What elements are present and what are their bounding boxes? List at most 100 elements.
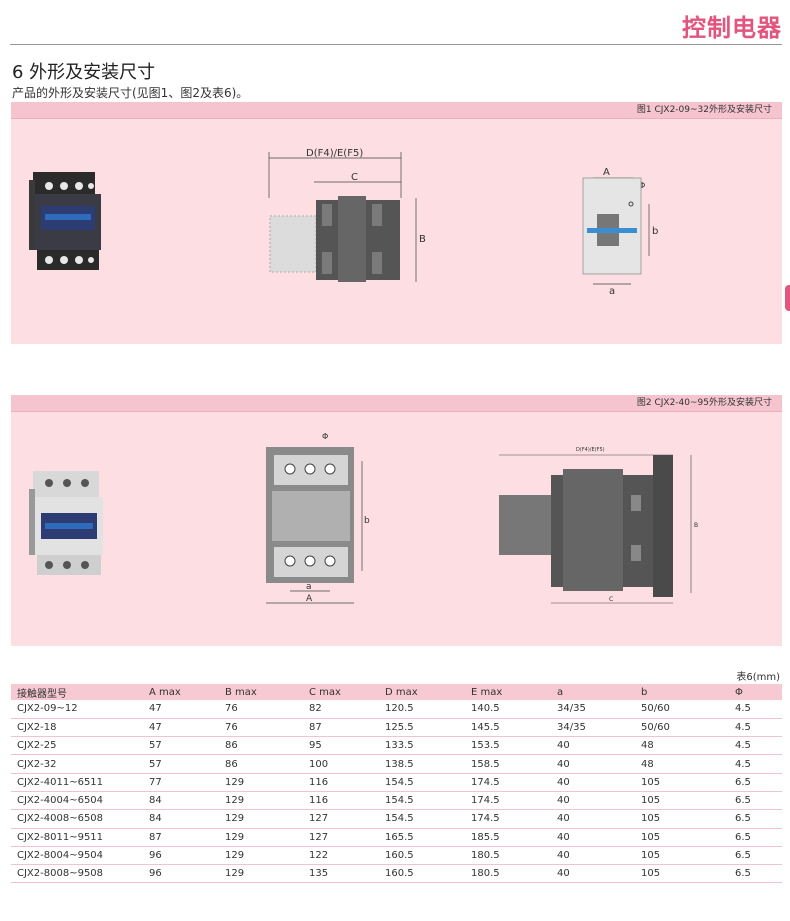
dim-label-b-2: b xyxy=(364,516,370,526)
col-header: B max xyxy=(219,684,303,700)
dimension-cell: 40 xyxy=(551,864,635,884)
dimension-cell: 105 xyxy=(635,809,729,829)
dimension-cell: 87 xyxy=(303,718,379,738)
figure-1-caption: 图1 CJX2-09~32外形及安装尺寸 xyxy=(11,102,782,119)
dimension-cell: 129 xyxy=(219,828,303,847)
dimension-cell: 135 xyxy=(303,864,379,884)
model-cell: CJX2-4004~6504 xyxy=(11,791,143,811)
dimension-cell: 154.5 xyxy=(379,773,465,792)
dimension-cell: 84 xyxy=(143,791,219,811)
col-header: b xyxy=(635,684,729,700)
dimension-cell: 116 xyxy=(303,791,379,811)
dimension-cell: 138.5 xyxy=(379,754,465,774)
dimension-cell: 4.5 xyxy=(729,700,782,719)
dimension-cell: 96 xyxy=(143,864,219,884)
contactor-small-photo xyxy=(29,172,101,270)
dimension-cell: 40 xyxy=(551,809,635,829)
dimension-cell: 40 xyxy=(551,773,635,792)
dimension-cell: 174.5 xyxy=(465,791,551,811)
dimension-cell: 154.5 xyxy=(379,791,465,811)
dim-label-c-2: C xyxy=(609,596,613,603)
dimension-cell: 105 xyxy=(635,864,729,884)
dimension-cell: 50/60 xyxy=(635,700,729,719)
dimension-cell: 120.5 xyxy=(379,700,465,719)
dimension-cell: 125.5 xyxy=(379,718,465,738)
table-unit-label: 表6(mm) xyxy=(736,672,780,683)
dimension-cell: 158.5 xyxy=(465,754,551,774)
dimension-cell: 185.5 xyxy=(465,828,551,847)
col-header: Φ xyxy=(729,684,782,700)
dim-label-c: C xyxy=(351,172,358,183)
hole-label: Φ xyxy=(639,181,645,190)
col-header: D max xyxy=(379,684,465,700)
header-divider xyxy=(10,44,782,45)
dim-label-a-upper: A xyxy=(603,167,610,178)
col-header: 接触器型号 xyxy=(11,684,143,700)
dimension-cell: 6.5 xyxy=(729,846,782,866)
dimension-cell: 140.5 xyxy=(465,700,551,719)
side-view-drawing-2: D(F4)/E(F5) B C xyxy=(499,447,698,604)
model-cell: CJX2-09~12 xyxy=(11,700,143,719)
dim-label-d-e-2: D(F4)/E(F5) xyxy=(576,447,605,453)
dimension-cell: 50/60 xyxy=(635,718,729,738)
dimension-cell: 129 xyxy=(219,809,303,829)
dimension-table: 接触器型号 A max B max C max D max E max a b … xyxy=(11,684,782,884)
dimension-cell: 96 xyxy=(143,846,219,866)
model-cell: CJX2-8008~9508 xyxy=(11,864,143,884)
model-cell: CJX2-32 xyxy=(11,754,143,774)
side-view-drawing: D(F4)/E(F5) C B xyxy=(268,148,426,282)
dim-label-a-2: a xyxy=(306,582,312,592)
dimension-cell: 86 xyxy=(219,736,303,756)
dimension-cell: 129 xyxy=(219,864,303,884)
model-cell: CJX2-8004~9504 xyxy=(11,846,143,866)
dimension-cell: 47 xyxy=(143,718,219,738)
dim-label-d-e: D(F4)/E(F5) xyxy=(306,148,363,159)
dimension-cell: 105 xyxy=(635,828,729,847)
dimension-cell: 4.5 xyxy=(729,736,782,756)
dimension-cell: 129 xyxy=(219,791,303,811)
dimension-cell: 40 xyxy=(551,791,635,811)
col-header: a xyxy=(551,684,635,700)
dimension-cell: 100 xyxy=(303,754,379,774)
dimension-cell: 57 xyxy=(143,754,219,774)
dimension-cell: 82 xyxy=(303,700,379,719)
figure-1-panel: 图1 CJX2-09~32外形及安装尺寸 D(F4)/E(F5) C B A Φ xyxy=(11,102,782,344)
dimension-cell: 40 xyxy=(551,846,635,866)
dim-label-B-2: B xyxy=(694,522,698,529)
dimension-cell: 153.5 xyxy=(465,736,551,756)
dimension-cell: 76 xyxy=(219,718,303,738)
dimension-cell: 127 xyxy=(303,828,379,847)
dimension-cell: 105 xyxy=(635,791,729,811)
dimension-cell: 174.5 xyxy=(465,773,551,792)
dim-label-b: B xyxy=(419,234,426,245)
dimension-cell: 160.5 xyxy=(379,846,465,866)
dimension-cell: 86 xyxy=(219,754,303,774)
dimension-cell: 180.5 xyxy=(465,846,551,866)
dimension-cell: 160.5 xyxy=(379,864,465,884)
dim-label-b-lower: b xyxy=(652,226,658,237)
dimension-cell: 105 xyxy=(635,773,729,792)
dimension-cell: 57 xyxy=(143,736,219,756)
mounting-hole-drawing: A Φ b a xyxy=(582,167,658,297)
dimension-cell: 87 xyxy=(143,828,219,847)
dimension-cell: 174.5 xyxy=(465,809,551,829)
section-intro: 产品的外形及安装尺寸(见图1、图2及表6)。 xyxy=(12,86,249,100)
figure-2-caption: 图2 CJX2-40~95外形及安装尺寸 xyxy=(11,395,782,412)
dimension-cell: 40 xyxy=(551,828,635,847)
dimension-cell: 129 xyxy=(219,846,303,866)
dimension-cell: 76 xyxy=(219,700,303,719)
contactor-large-photo xyxy=(29,471,103,575)
dimension-cell: 145.5 xyxy=(465,718,551,738)
dimension-cell: 47 xyxy=(143,700,219,719)
dimension-cell: 34/35 xyxy=(551,700,635,719)
dimension-cell: 34/35 xyxy=(551,718,635,738)
col-header: C max xyxy=(303,684,379,700)
